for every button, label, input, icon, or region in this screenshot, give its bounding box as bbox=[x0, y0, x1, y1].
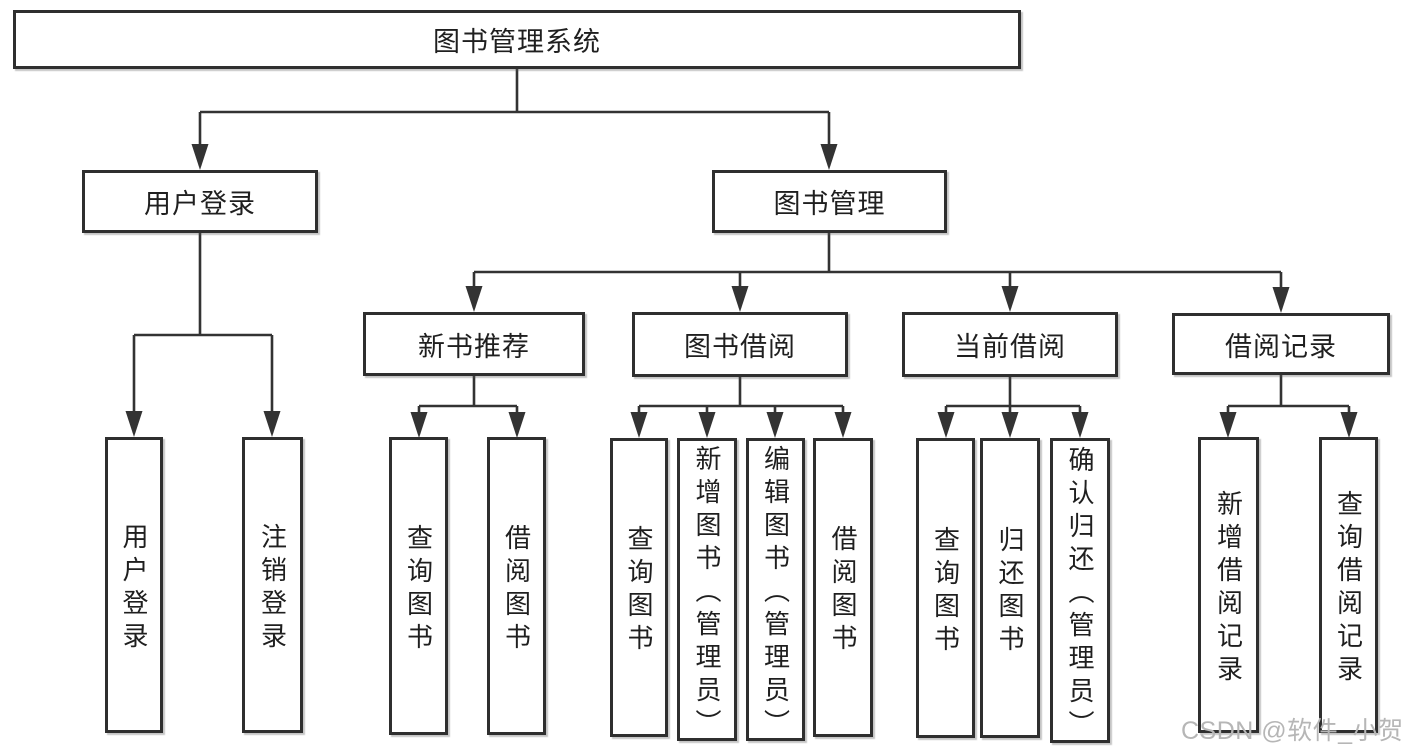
edge-bookborrow-to-children bbox=[637, 377, 845, 434]
node-nb-borrow-books-label: 借阅图书 bbox=[501, 523, 532, 656]
node-book-mgmt-label: 图书管理 bbox=[773, 189, 886, 219]
csdn-watermark: CSDN @软件_小贺同学 bbox=[1181, 717, 1405, 745]
node-bb-borrow-books: 借阅图书 bbox=[813, 438, 873, 737]
node-cb-query-books: 查询图书 bbox=[916, 438, 975, 738]
arrow-down-icon bbox=[766, 412, 784, 438]
edge-root-to-level2 bbox=[198, 69, 831, 166]
arrow-down-icon bbox=[698, 412, 716, 438]
node-root: 图书管理系统 bbox=[13, 10, 1021, 69]
arrow-down-icon bbox=[630, 412, 648, 438]
arrow-down-icon bbox=[1071, 412, 1089, 438]
node-cb-return-books: 归还图书 bbox=[980, 438, 1040, 738]
node-book-mgmt: 图书管理 bbox=[712, 170, 947, 233]
node-nb-borrow-books: 借阅图书 bbox=[487, 437, 546, 735]
arrow-down-icon bbox=[834, 412, 852, 438]
node-cb-confirm-return-label: 确认归还（管理员） bbox=[1065, 445, 1095, 743]
node-br-query-record: 查询借阅记录 bbox=[1319, 437, 1378, 733]
node-br-query-record-label: 查询借阅记录 bbox=[1333, 489, 1364, 688]
arrow-down-icon bbox=[1001, 412, 1019, 438]
node-new-book-rec-label: 新书推荐 bbox=[418, 331, 530, 362]
edge-userlogin-to-children bbox=[132, 232, 274, 433]
node-cb-confirm-return: 确认归还（管理员） bbox=[1050, 438, 1110, 743]
node-root-label: 图书管理系统 bbox=[433, 27, 601, 57]
arrow-down-icon bbox=[410, 412, 428, 438]
node-nb-query-books: 查询图书 bbox=[389, 437, 448, 735]
node-user-login-child-label: 用户登录 bbox=[119, 522, 149, 655]
node-bb-edit-books: 编辑图书（管理员） bbox=[746, 438, 805, 742]
node-logout-child-label: 注销登录 bbox=[257, 522, 288, 655]
arrow-down-icon bbox=[263, 411, 281, 437]
arrow-down-icon bbox=[465, 286, 483, 312]
node-br-add-record-label: 新增借阅记录 bbox=[1213, 489, 1244, 688]
node-br-add-record: 新增借阅记录 bbox=[1198, 437, 1259, 733]
arrow-down-icon bbox=[1272, 287, 1290, 313]
node-borrow-records: 借阅记录 bbox=[1172, 313, 1390, 375]
node-cb-query-books-label: 查询图书 bbox=[930, 525, 961, 658]
arrow-down-icon bbox=[1340, 412, 1358, 438]
node-current-borrow: 当前借阅 bbox=[902, 312, 1118, 377]
node-bb-add-books-label: 新增图书（管理员） bbox=[692, 444, 722, 742]
node-user-login-child: 用户登录 bbox=[105, 437, 163, 733]
arrow-down-icon bbox=[191, 144, 209, 170]
node-current-borrow-label: 当前借阅 bbox=[954, 332, 1066, 362]
node-bb-query-books-label: 查询图书 bbox=[624, 525, 654, 657]
node-user-login-label: 用户登录 bbox=[144, 189, 256, 219]
node-new-book-rec: 新书推荐 bbox=[363, 312, 585, 376]
node-bb-edit-books-label: 编辑图书（管理员） bbox=[760, 444, 791, 742]
node-book-borrow-label: 图书借阅 bbox=[684, 332, 796, 362]
arrowheads bbox=[125, 144, 1358, 438]
node-book-borrow: 图书借阅 bbox=[632, 312, 848, 377]
node-bb-query-books: 查询图书 bbox=[610, 438, 668, 737]
node-borrow-records-label: 借阅记录 bbox=[1225, 331, 1337, 362]
arrow-down-icon bbox=[820, 144, 838, 170]
edge-borrowrecords-to-children bbox=[1226, 375, 1351, 434]
arrow-down-icon bbox=[731, 286, 749, 312]
edge-bookmgmt-to-children bbox=[472, 232, 1283, 309]
arrow-down-icon bbox=[1219, 412, 1237, 438]
node-bb-borrow-books-label: 借阅图书 bbox=[828, 525, 858, 657]
arrow-down-icon bbox=[508, 412, 526, 438]
node-user-login: 用户登录 bbox=[82, 170, 318, 233]
arrow-down-icon bbox=[937, 412, 955, 438]
node-cb-return-books-label: 归还图书 bbox=[995, 525, 1025, 658]
arrow-down-icon bbox=[125, 411, 143, 437]
node-nb-query-books-label: 查询图书 bbox=[403, 523, 434, 656]
edge-newbookrec-to-children bbox=[417, 376, 519, 434]
node-bb-add-books: 新增图书（管理员） bbox=[677, 438, 737, 742]
arrow-down-icon bbox=[1001, 286, 1019, 312]
connector-lines bbox=[132, 69, 1351, 434]
node-logout-child: 注销登录 bbox=[242, 437, 303, 733]
